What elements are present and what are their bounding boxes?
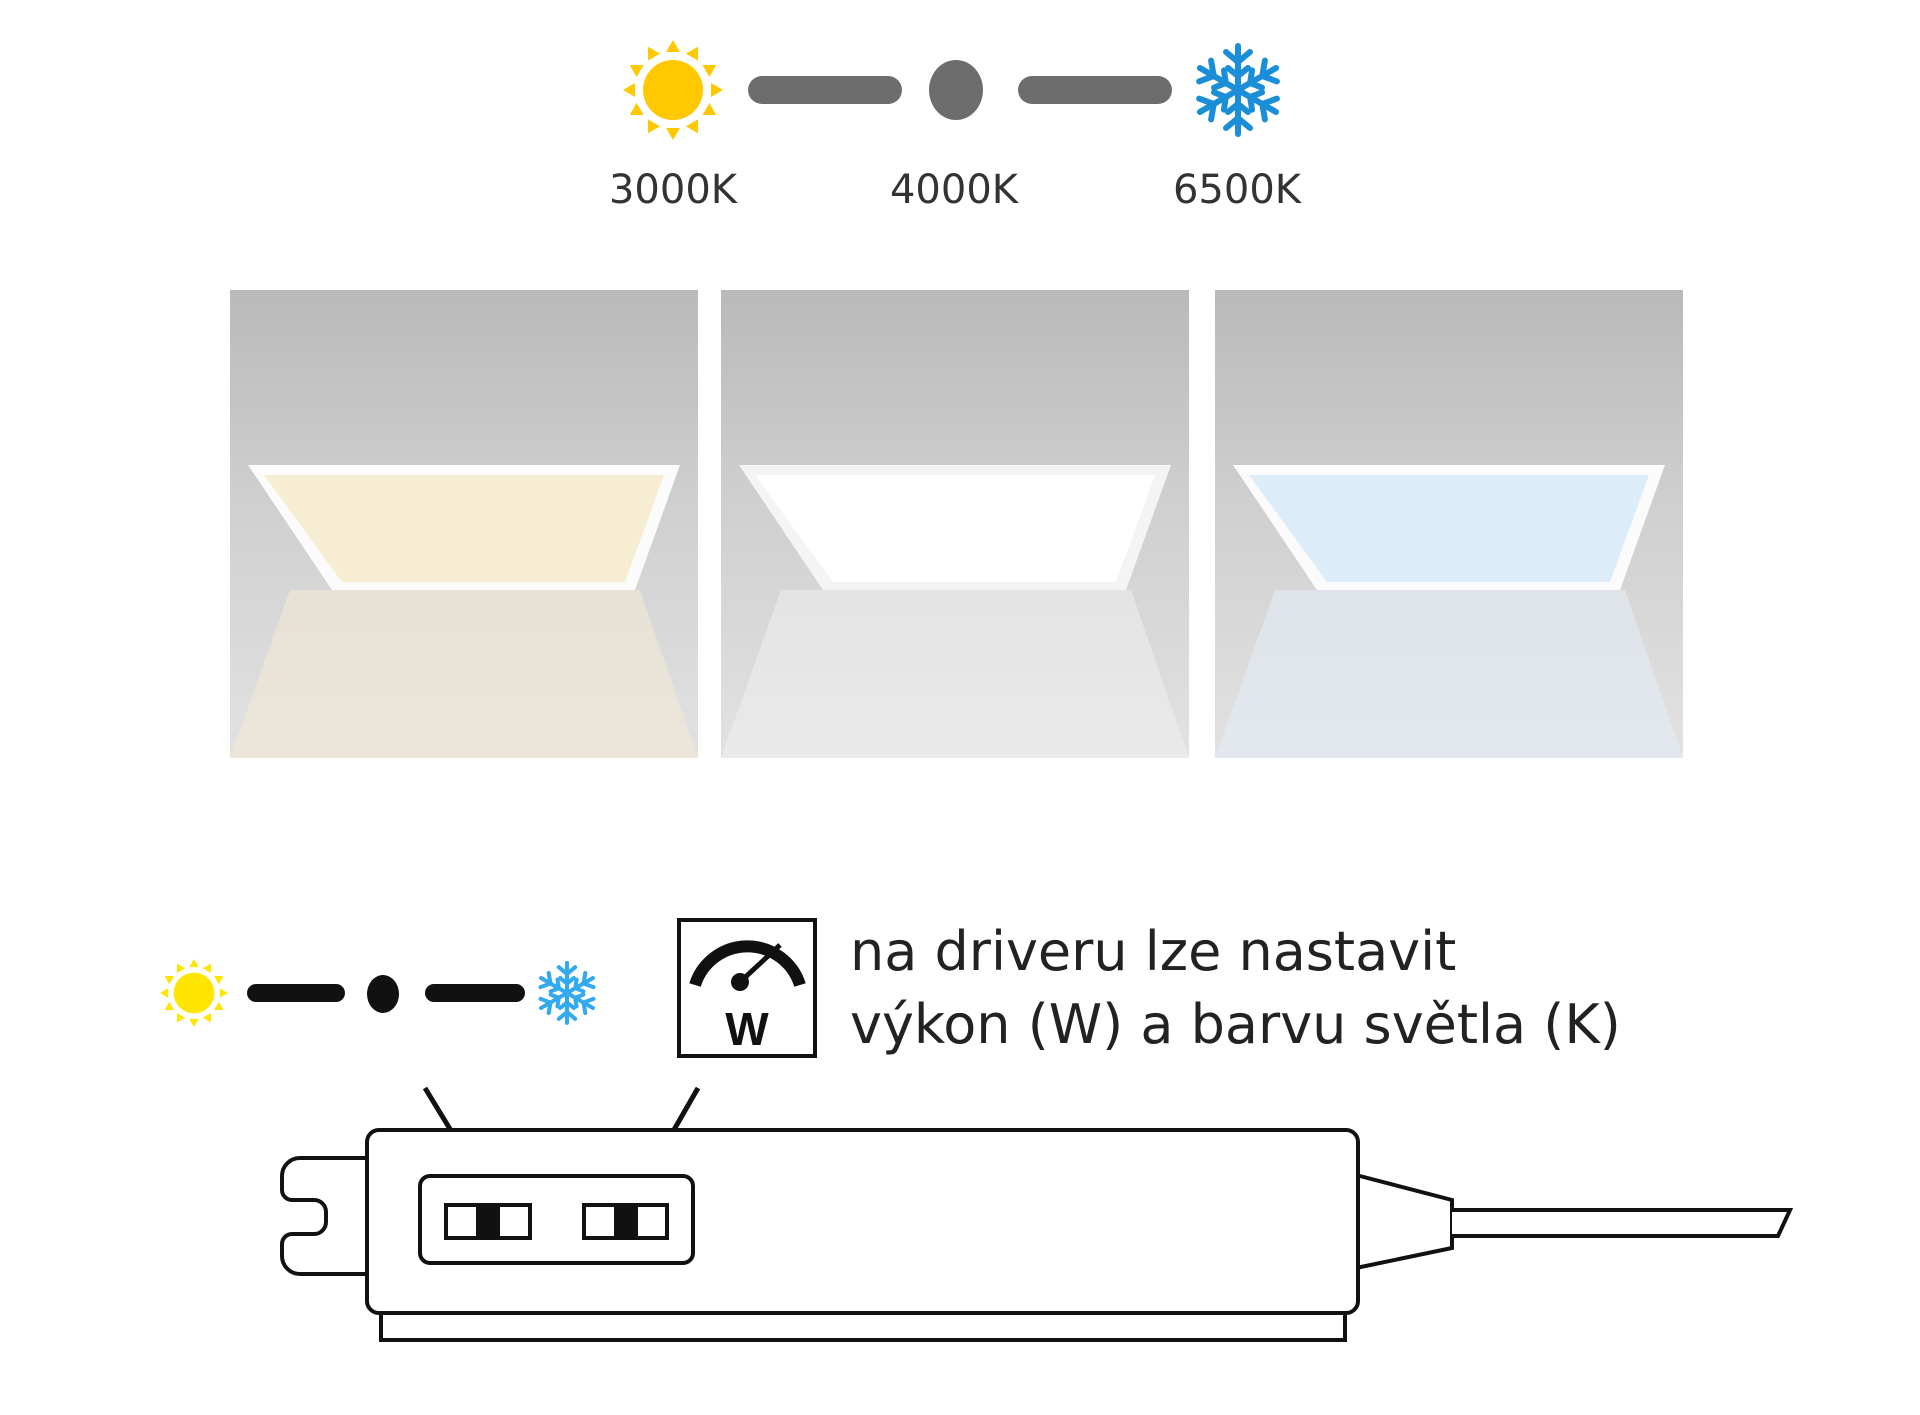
sun-icon bbox=[605, 22, 742, 159]
scale-bar-left bbox=[748, 76, 902, 104]
panel-neutral bbox=[721, 290, 1189, 758]
cable-strain-relief bbox=[1354, 1172, 1454, 1271]
small-scale-dot bbox=[367, 975, 399, 1013]
power-cable bbox=[1452, 1208, 1794, 1238]
small-snowflake-icon bbox=[537, 963, 597, 1023]
small-temperature-scale bbox=[148, 947, 597, 1040]
driver-info-line1: na driveru lze nastavit bbox=[850, 920, 1456, 983]
label-6500k: 6500K bbox=[1173, 167, 1303, 213]
label-4000k: 4000K bbox=[890, 167, 1020, 213]
label-3000k: 3000K bbox=[609, 167, 739, 213]
scale-bar-right bbox=[1018, 76, 1172, 104]
color-temperature-dip-switch[interactable] bbox=[582, 1203, 669, 1240]
panel-warm bbox=[230, 290, 698, 758]
led-driver bbox=[280, 1128, 1794, 1342]
panel-cool bbox=[1215, 290, 1683, 758]
temperature-scale: 3000K 4000K 6500K bbox=[605, 22, 1303, 213]
power-dip-switch[interactable] bbox=[444, 1203, 532, 1240]
small-sun-icon bbox=[148, 947, 241, 1040]
mounting-clip bbox=[280, 1156, 367, 1276]
wattage-letter: W bbox=[725, 1003, 769, 1055]
wattage-gauge-icon: W bbox=[677, 918, 817, 1058]
snowflake-icon bbox=[1194, 46, 1282, 134]
scale-dot bbox=[929, 60, 983, 120]
switch-housing bbox=[418, 1174, 695, 1265]
driver-info-line2: výkon (W) a barvu světla (K) bbox=[850, 993, 1621, 1056]
